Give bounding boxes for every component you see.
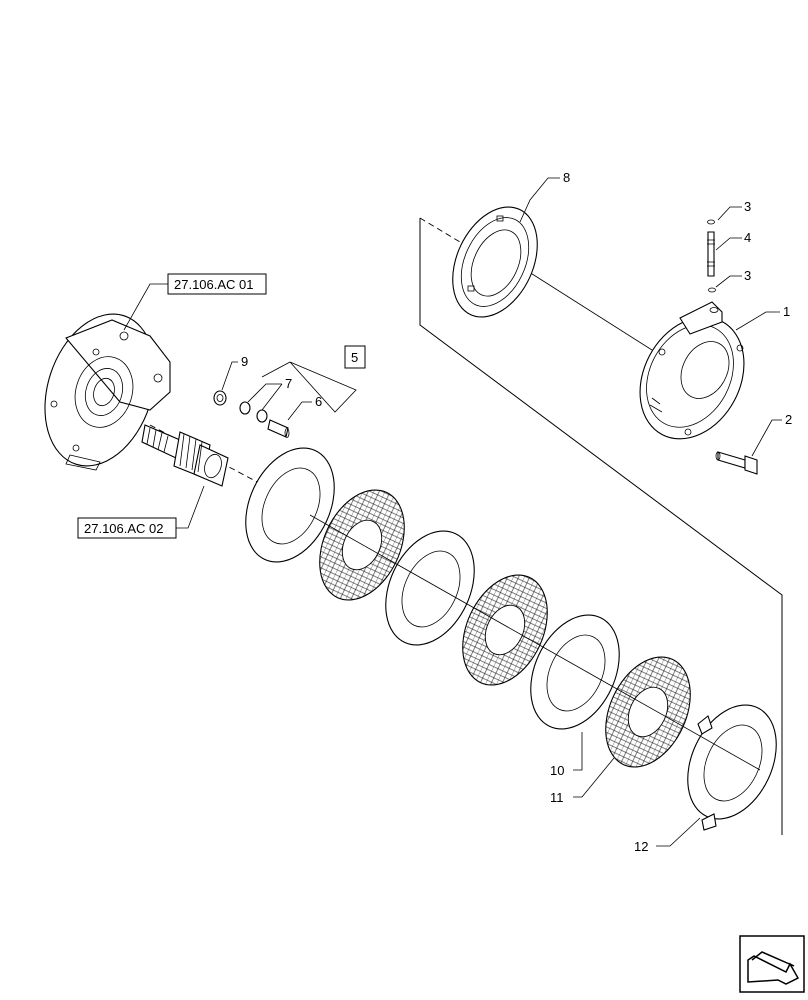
callout-6: 6 <box>315 394 322 409</box>
callout-3-top: 3 <box>744 199 751 214</box>
brake-housing <box>639 301 745 440</box>
callout-8: 8 <box>563 170 570 185</box>
final-drive-housing <box>44 313 171 471</box>
reference-link-top[interactable]: 27.106.AC 01 <box>167 273 267 295</box>
callout-11: 11 <box>550 790 564 805</box>
leader-lines <box>123 177 782 847</box>
callout-5-box <box>344 345 366 369</box>
reference-top-label: 27.106.AC 01 <box>174 277 254 292</box>
next-page-arrow-icon[interactable] <box>739 935 805 993</box>
callout-12: 12 <box>634 839 648 854</box>
callout-3-bottom: 3 <box>744 268 751 283</box>
callout-5: 5 <box>351 350 358 365</box>
small-components <box>213 390 290 438</box>
reference-link-bottom[interactable]: 27.106.AC 02 <box>77 517 177 539</box>
callout-7: 7 <box>285 376 292 391</box>
callout-10: 10 <box>550 763 564 778</box>
callout-4: 4 <box>744 230 751 245</box>
callout-9: 9 <box>241 354 248 369</box>
callout-1: 1 <box>783 304 790 319</box>
bolt <box>715 451 758 475</box>
stud-bolt <box>707 219 716 293</box>
callout-2: 2 <box>785 412 792 427</box>
thrust-plate <box>452 206 538 318</box>
pinion-shaft <box>141 424 229 487</box>
reference-bottom-label: 27.106.AC 02 <box>84 521 164 536</box>
plate-stack <box>245 447 777 831</box>
